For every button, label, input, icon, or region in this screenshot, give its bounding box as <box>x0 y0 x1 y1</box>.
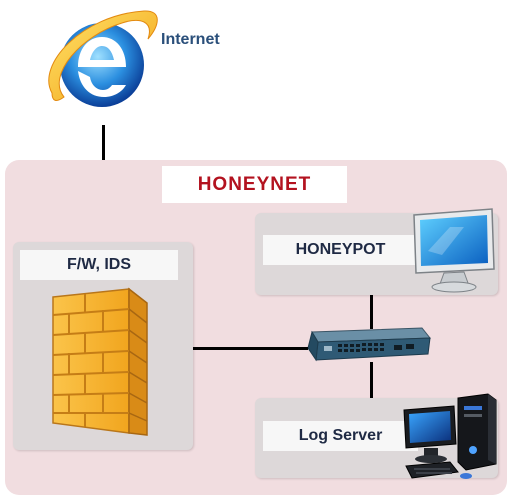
connection-switch-logserver <box>370 362 373 398</box>
connection-switch-honeypot <box>370 295 373 329</box>
monitor-icon <box>413 208 495 293</box>
log-server-label: Log Server <box>263 421 418 451</box>
firewall-brick-icon <box>52 287 148 436</box>
honeynet-title: HONEYNET <box>162 166 347 203</box>
honeypot-label: HONEYPOT <box>263 235 418 265</box>
internet-explorer-icon <box>48 10 158 107</box>
network-switch-icon <box>307 327 432 362</box>
firewall-label: F/W, IDS <box>20 250 178 280</box>
connection-firewall-switch <box>193 347 308 350</box>
desktop-computer-icon <box>403 393 497 479</box>
internet-label: Internet <box>161 31 220 48</box>
